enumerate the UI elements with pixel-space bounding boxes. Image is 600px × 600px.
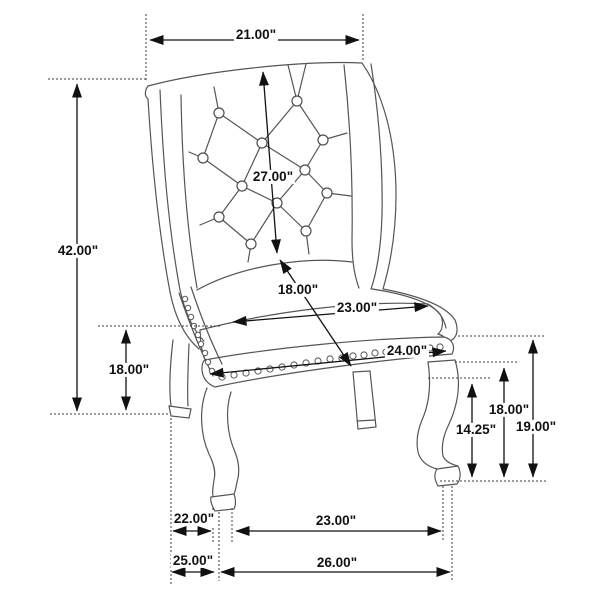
dimension-label-base-width: 26.00" — [314, 554, 360, 571]
dimension-label-seat-height-left: 18.00" — [106, 361, 152, 378]
dimension-label-front-leg-spacing: 23.00" — [313, 512, 359, 529]
dimension-label-overall-height: 42.00" — [55, 242, 101, 259]
dimension-label-seat-depth-diagonal: 18.00" — [275, 281, 321, 298]
dimension-label-back-leg-offset: 22.00" — [171, 510, 217, 527]
dimension-label-floor-to-rail-top: 19.00" — [513, 418, 559, 435]
dimension-label-seat-width: 23.00" — [334, 299, 380, 316]
dimension-lines — [71, 34, 539, 578]
chair-back-and-wings — [144, 61, 458, 350]
dimension-label-top-back-width: 21.00" — [233, 26, 279, 43]
dimension-label-base-depth: 25.00" — [170, 552, 216, 569]
dimension-label-floor-to-rail-bottom: 18.00" — [486, 401, 532, 418]
extension-lines — [48, 14, 546, 584]
dimension-label-front-rail-width: 24.00" — [384, 342, 430, 359]
dimension-label-front-leg-height: 14.25" — [453, 421, 499, 438]
dimension-label-back-height: 27.00" — [250, 168, 296, 185]
